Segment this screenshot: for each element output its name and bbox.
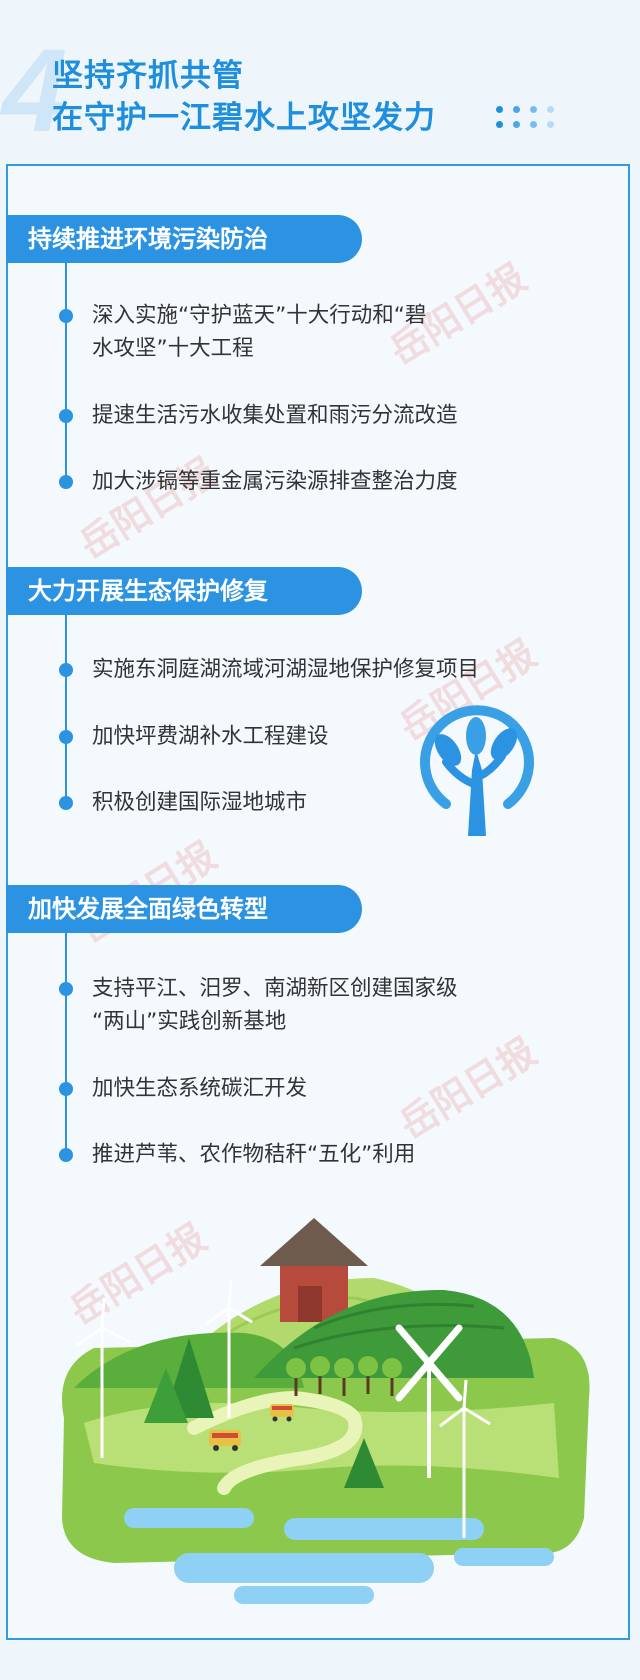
- tree-icon: [420, 705, 534, 836]
- list-item: 深入实施“守护蓝天”十大行动和“碧: [92, 303, 427, 328]
- pine-trees: [144, 1338, 384, 1488]
- list-item: 水攻坚”十大工程: [92, 336, 254, 361]
- list-item: 加快坪费湖补水工程建设: [92, 724, 329, 749]
- wind-turbine-icon: [75, 1279, 491, 1538]
- bullet-dot: [59, 1148, 73, 1162]
- bullet-dot: [59, 730, 73, 744]
- section-title-pollution-control: 持续推进环境污染防治: [6, 215, 362, 263]
- lake-icon: [124, 1508, 554, 1604]
- list-item: 加快生态系统碳汇开发: [92, 1076, 308, 1101]
- windmill-icon: [395, 1324, 463, 1478]
- bus-icon: [209, 1404, 294, 1451]
- bullet-dot: [59, 796, 73, 810]
- list-item: 实施东洞庭湖流域河湖湿地保护修复项目: [92, 657, 480, 682]
- bullet-dot: [59, 663, 73, 677]
- timeline-line: [65, 615, 67, 803]
- page-title-line1: 坚持齐抓共管: [52, 58, 244, 94]
- decorative-dots: [496, 106, 592, 136]
- timeline-line: [65, 933, 67, 1155]
- list-item: 推进芦苇、农作物秸秆“五化”利用: [92, 1142, 416, 1167]
- bullet-dot: [59, 475, 73, 489]
- section-title-ecological-restoration: 大力开展生态保护修复: [6, 567, 362, 615]
- list-item: 支持平江、汨罗、南湖新区创建国家级: [92, 976, 458, 1001]
- section-title-green-transformation: 加快发展全面绿色转型: [6, 885, 362, 933]
- page-title-line2: 在守护一江碧水上攻坚发力: [52, 100, 436, 136]
- list-item: “两山”实践创新基地: [92, 1009, 287, 1034]
- list-item: 提速生活污水收集处置和雨污分流改造: [92, 403, 458, 428]
- bullet-dot: [59, 1082, 73, 1096]
- list-item: 加大涉镉等重金属污染源排查整治力度: [92, 469, 458, 494]
- section-number: 4: [2, 25, 68, 157]
- landscape-illustration: [62, 1218, 590, 1604]
- list-item: 积极创建国际湿地城市: [92, 790, 308, 815]
- bullet-dot: [59, 409, 73, 423]
- bullet-dot: [59, 309, 73, 323]
- timeline-line: [65, 263, 67, 482]
- bullet-dot: [59, 982, 73, 996]
